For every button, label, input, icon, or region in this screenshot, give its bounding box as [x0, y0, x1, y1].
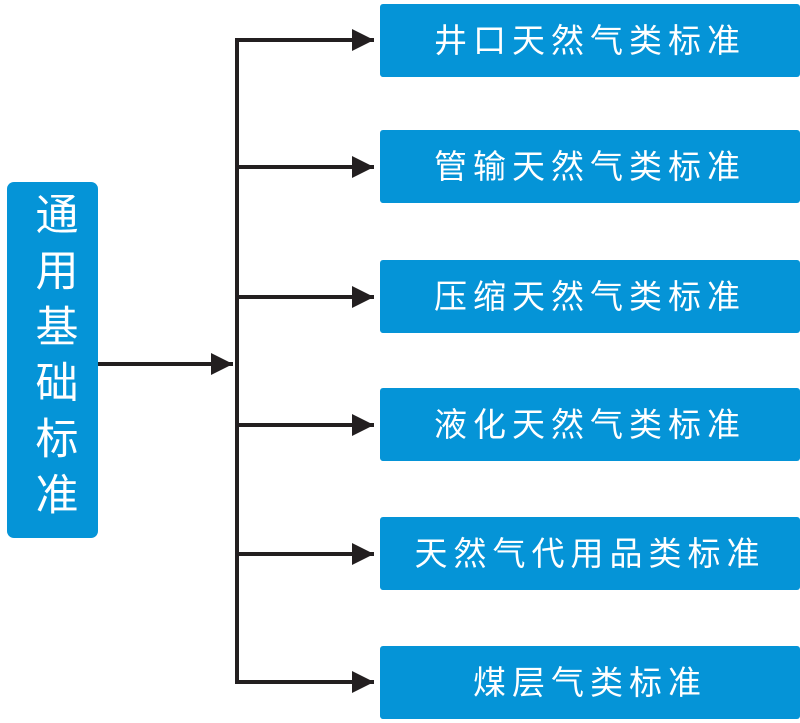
- node-compressed-gas-standards: 压缩天然气类标准: [380, 260, 800, 333]
- node-label: 通用基础标准: [28, 192, 78, 528]
- node-label: 井口天然气类标准: [434, 21, 746, 60]
- node-label: 压缩天然气类标准: [434, 277, 746, 316]
- node-label: 煤层气类标准: [473, 663, 707, 702]
- node-label: 液化天然气类标准: [434, 405, 746, 444]
- node-gas-substitutes-standards: 天然气代用品类标准: [380, 517, 800, 590]
- node-wellhead-gas-standards: 井口天然气类标准: [380, 4, 800, 77]
- node-coalbed-methane-standards: 煤层气类标准: [380, 646, 800, 719]
- node-label: 天然气代用品类标准: [414, 534, 766, 573]
- node-pipeline-gas-standards: 管输天然气类标准: [380, 130, 800, 203]
- node-label: 管输天然气类标准: [434, 147, 746, 186]
- node-liquefied-gas-standards: 液化天然气类标准: [380, 388, 800, 461]
- node-general-basic-standards: 通用基础标准: [7, 182, 98, 538]
